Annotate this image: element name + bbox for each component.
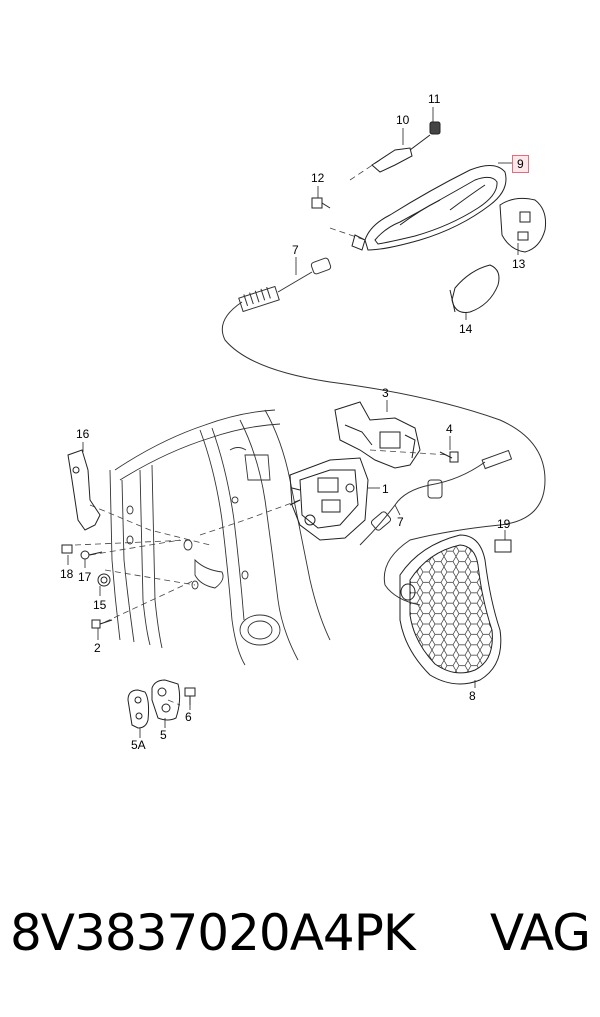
connector-part-10 [371,134,431,173]
callout-3: 3 [382,386,389,400]
trim-part-14 [449,264,500,313]
door-frame [109,409,331,666]
callout-19: 19 [497,517,511,531]
callout-5a: 5A [131,738,146,752]
cover-panel-part-8 [399,534,502,685]
nut-part-15 [97,573,111,587]
callout-1: 1 [382,482,389,496]
screw-part-12 [311,197,331,209]
callout-14: 14 [459,322,473,336]
callout-10: 10 [396,113,410,127]
shim-part-5a [127,689,150,729]
brand: VAG [489,904,591,962]
door-lock-part-1 [289,457,369,541]
callout-4: 4 [446,422,453,436]
bracket-part-16 [67,449,101,531]
callout-8: 8 [469,689,476,703]
cable-7-upper [221,257,546,606]
screw-part-6 [184,687,196,705]
lock-cover-part-3 [334,401,421,469]
callout-11: 11 [428,92,441,106]
callout-2: 2 [94,641,101,655]
callout-15: 15 [93,598,107,612]
callout-6: 6 [185,710,192,724]
part-number-footer: 8V3837020A4PK VAG [10,904,591,962]
plug-part-11 [429,121,441,135]
cable-7-lower [359,449,513,546]
leader-lines [67,107,519,738]
callout-7-lower: 7 [397,515,404,529]
callout-13: 13 [512,257,526,271]
screw-part-18 [61,544,73,554]
callout-5: 5 [160,728,167,742]
clip-part-19 [494,539,512,553]
interior-handle-part-9 [351,165,507,251]
callout-9: 9 [512,155,529,173]
callout-18: 18 [60,567,74,581]
callout-16: 16 [76,427,90,441]
callout-7-upper: 7 [292,243,299,257]
striker-part-5 [151,679,181,721]
screw-part-2 [91,619,113,629]
screw-part-4 [439,451,459,463]
callout-12: 12 [311,171,325,185]
callout-17: 17 [78,570,92,584]
switch-part-13 [499,197,546,253]
part-number: 8V3837020A4PK [10,904,416,962]
